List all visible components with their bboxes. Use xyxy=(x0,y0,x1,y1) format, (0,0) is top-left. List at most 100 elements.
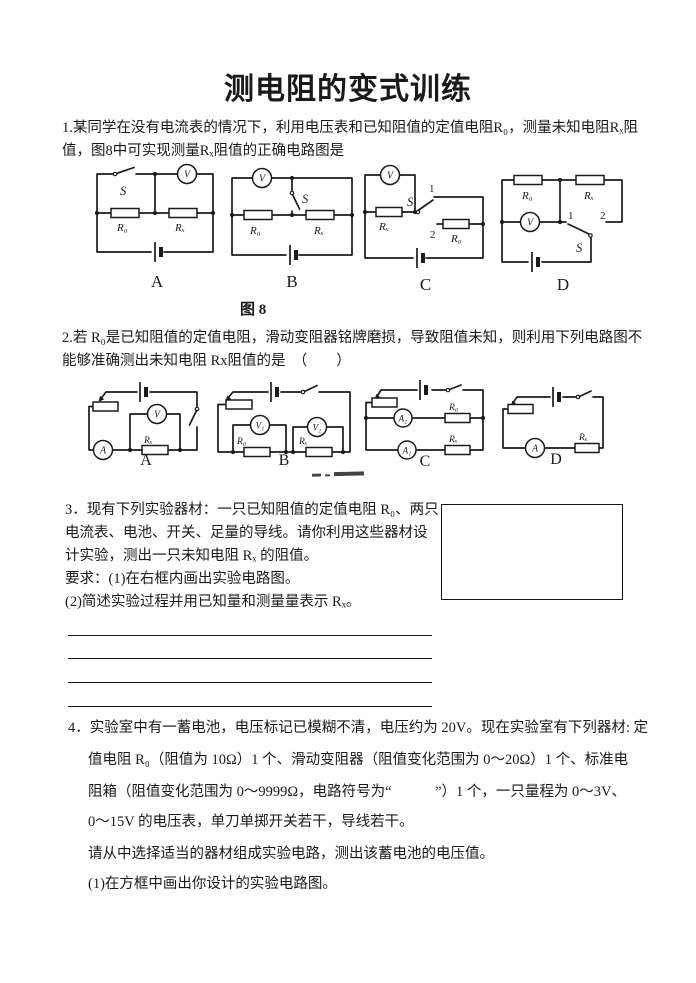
switch-label: S xyxy=(302,192,309,206)
voltmeter-letter: V xyxy=(154,410,162,421)
question-2-line-1: 2.若 R₀是已知阻值的定值电阻，滑动变阻器铭牌磨损，导致阻值未知，则利用下列电… xyxy=(62,330,643,346)
circuit-diagram-1c: V 1 2 S Rₓ R₀ xyxy=(362,164,488,268)
answer-line-4 xyxy=(68,706,432,707)
ammeter-1-letter: A₁ xyxy=(402,446,412,456)
battery-icon xyxy=(416,248,425,268)
rheostat-icon xyxy=(92,401,119,412)
circuit-label-2b: B xyxy=(278,452,290,469)
battery-icon xyxy=(289,245,298,265)
voltmeter-icon: V xyxy=(519,211,541,233)
rx-label: Rₓ xyxy=(174,222,185,234)
circuit-label-1b: B xyxy=(286,272,298,291)
switch-icon xyxy=(300,384,318,395)
answer-line-2 xyxy=(68,658,432,659)
question-3-line-5: (2)简述实验过程并用已知量和测量量表示 Rₓ。 xyxy=(65,594,361,610)
battery-icon xyxy=(154,242,163,262)
question-4-line-2: 值电阻 R₀（阻值为 10Ω）1 个、滑动变阻器（阻值变化范围为 0～20Ω）1… xyxy=(88,752,629,768)
resistor-rx xyxy=(375,206,403,218)
circuit-label-2d: D xyxy=(550,451,562,468)
contact-1-label: 1 xyxy=(429,183,435,195)
circuit-drawing-box xyxy=(441,504,623,600)
contact-2-label: 2 xyxy=(430,229,436,241)
answer-line-3 xyxy=(68,682,432,683)
circuit-label-1d: D xyxy=(556,275,570,294)
circuit-diagram-1b: V S R₀ Rₓ xyxy=(229,166,355,266)
rheostat-icon xyxy=(507,403,534,415)
ammeter-letter: A xyxy=(531,444,539,455)
rheostat-arrow xyxy=(98,395,105,402)
circuit-diagram-2b: V₁ V₂ R₀ Rₓ xyxy=(213,382,355,469)
r0-label: R₀ xyxy=(249,225,261,237)
circuit-diagram-2c: A₂ A₁ R₀ Rₓ xyxy=(362,380,488,469)
voltmeter-icon: V xyxy=(176,163,198,185)
r0-label: R₀ xyxy=(450,233,462,245)
battery-icon xyxy=(552,387,561,407)
question-2-line-2: 能够准确测出未知电阻 Rx阻值的是 （ ） xyxy=(62,353,351,369)
resistor-r0 xyxy=(513,174,543,186)
voltmeter-letter: V xyxy=(259,174,267,185)
ammeter-2-letter: A₂ xyxy=(398,414,408,424)
voltmeter-1-icon: V₁ xyxy=(249,414,271,436)
resistor-rx xyxy=(141,444,169,456)
question-3-line-1: 3．现有下列实验器材：一只已知阻值的定值电阻 R₀、两只 xyxy=(65,502,439,518)
battery-icon xyxy=(139,382,148,402)
circuit-diagram-1a: V S R₀ Rₓ xyxy=(94,163,219,266)
circuit-diagram-2d: A Rₓ xyxy=(500,385,612,465)
switch-icon xyxy=(188,406,200,426)
figure-8-caption: 图 8 xyxy=(240,302,267,318)
voltmeter-icon: V xyxy=(251,167,273,189)
rx-label: Rₓ xyxy=(448,435,458,445)
rx-label: Rₓ xyxy=(578,433,588,443)
circuit-label-1a: A xyxy=(150,272,164,291)
ammeter-letter: A xyxy=(99,446,107,457)
battery-icon xyxy=(419,380,428,400)
wires xyxy=(88,391,198,451)
switch-icon xyxy=(567,223,593,238)
switch-label: S xyxy=(407,195,414,209)
rheostat-icon xyxy=(225,399,253,410)
resistor-rx xyxy=(305,209,335,221)
resistor-rx xyxy=(575,174,605,186)
circuit-diagram-1d: V R₀ Rₓ 1 2 S xyxy=(499,166,626,272)
ammeter-2-icon: A₂ xyxy=(393,408,413,428)
contact-2-label: 2 xyxy=(600,210,606,222)
resistor-rx xyxy=(168,207,198,219)
rx-label: Rₓ xyxy=(313,225,324,237)
switch-icon xyxy=(445,384,462,393)
resistor-r0 xyxy=(110,207,140,219)
wires xyxy=(502,396,604,449)
resistor-r0 xyxy=(243,209,273,221)
resistor-r0 xyxy=(444,412,471,424)
ammeter-1-icon: A₁ xyxy=(397,440,417,460)
wires xyxy=(365,389,484,451)
r0-label: R₀ xyxy=(521,190,533,202)
scan-artifact xyxy=(311,464,368,483)
circuit-label-2a: A xyxy=(140,452,152,469)
rx-label: Rₓ xyxy=(583,190,594,202)
circuit-label-1c: C xyxy=(419,275,432,294)
resistor-rx xyxy=(305,446,333,458)
r0-label: R₀ xyxy=(236,437,246,447)
question-4-line-4: 0～15V 的电压表，单刀单掷开关若干，导线若干。 xyxy=(88,814,414,830)
rx-label: Rₓ xyxy=(143,436,153,446)
switch-icon xyxy=(289,190,301,210)
question-4-line-6: (1)在方框中画出你设计的实验电路图。 xyxy=(88,876,337,892)
voltmeter-letter: V xyxy=(387,171,395,182)
switch-label: S xyxy=(576,241,583,255)
switch-icon xyxy=(575,390,592,400)
answer-line-1 xyxy=(68,635,432,636)
resistor-r0 xyxy=(243,446,271,458)
ammeter-icon: A xyxy=(92,439,114,461)
question-4-line-3: 阻箱（阻值变化范围为 0～9999Ω，电路符号为“ ”）1 个，一只量程为 0～… xyxy=(88,784,626,800)
ammeter-icon: A xyxy=(524,437,546,459)
voltmeter-icon: V xyxy=(146,403,168,425)
switch-icon xyxy=(112,166,135,177)
battery-icon xyxy=(531,252,540,272)
question-1-line-2: 值，图8中可实现测量Rₓ阻值的正确电路图是 xyxy=(62,143,345,159)
resistor-rx xyxy=(444,444,471,456)
contact-1-label: 1 xyxy=(568,210,574,222)
resistor-rx xyxy=(574,442,600,454)
voltmeter-2-letter: V₂ xyxy=(313,423,322,433)
circuit-diagram-2a: A V Rₓ xyxy=(85,382,207,467)
